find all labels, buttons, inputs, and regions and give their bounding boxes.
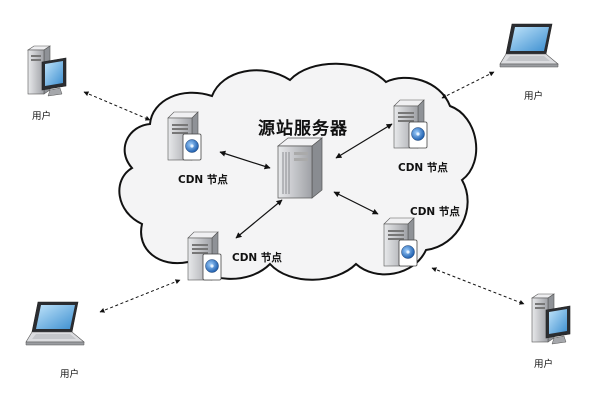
laptop-icon bbox=[25, 301, 85, 346]
server-tower-icon bbox=[277, 137, 323, 199]
laptop-icon bbox=[499, 23, 559, 68]
arrow-user-bottom-left bbox=[99, 279, 181, 313]
arrow-origin-cdn-right bbox=[333, 191, 379, 215]
cdn-node-server-icon bbox=[393, 99, 428, 149]
cdn-node-server-icon bbox=[383, 217, 418, 267]
arrow-origin-cdn-top-right bbox=[335, 123, 393, 159]
arrow-user-top-left bbox=[83, 91, 151, 121]
desktop-pc-icon bbox=[27, 45, 67, 97]
desktop-pc-icon bbox=[531, 293, 571, 345]
arrow-origin-cdn-left bbox=[219, 150, 271, 170]
cdn-node-server-icon bbox=[187, 231, 222, 281]
arrow-user-top-right bbox=[441, 71, 495, 99]
cdn-node-server-icon bbox=[167, 111, 202, 161]
arrow-origin-cdn-bottom-left bbox=[235, 199, 283, 239]
arrow-user-bottom-right bbox=[431, 267, 525, 305]
